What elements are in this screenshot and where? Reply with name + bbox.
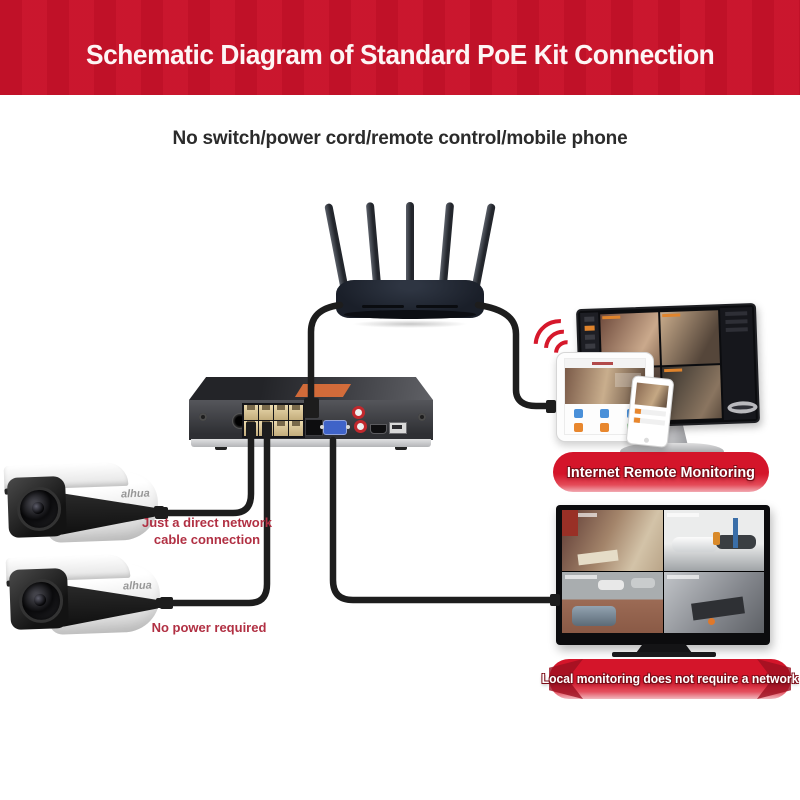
local-monitor-tv [556, 505, 770, 645]
phone-video-thumb [634, 382, 669, 408]
nvr-usb-port [389, 422, 407, 434]
nvr-poe-port [244, 421, 258, 436]
local-monitoring-banner: Local monitoring does not require a netw… [541, 659, 799, 699]
tv-quadrant-garage [663, 510, 764, 571]
wireless-router [324, 196, 496, 322]
nvr-poe-port [289, 405, 303, 420]
nvr-poe-port [274, 405, 288, 420]
tv-quadrant-shop [562, 510, 663, 571]
nvr-rca-port [354, 420, 367, 433]
video-thumb [660, 310, 720, 366]
direct-cable-note: Just a direct network cable connection [128, 514, 286, 548]
nvr-poe-port [289, 421, 303, 436]
phone-list-row [633, 408, 667, 417]
screw-icon [418, 413, 426, 421]
camera-brand-logo: alhua [121, 487, 151, 501]
screw-icon [199, 413, 207, 421]
router-body [336, 280, 484, 319]
tv-quadrant-parking [562, 572, 663, 633]
poe-nvr [189, 377, 433, 450]
router-antenna [406, 202, 414, 296]
nvr-foot [395, 447, 407, 450]
page-title: Schematic Diagram of Standard PoE Kit Co… [85, 38, 715, 70]
nvr-poe-port [244, 405, 258, 420]
cable-nvr-to-tv [329, 436, 560, 604]
camera-lens [16, 486, 62, 532]
header-banner: Schematic Diagram of Standard PoE Kit Co… [0, 0, 800, 95]
monitor-app-panel [720, 307, 758, 421]
ptz-dial-icon [727, 400, 758, 414]
nvr-vga-port [320, 420, 350, 435]
no-power-note: No power required [151, 620, 267, 635]
tablet-titlebar [565, 359, 645, 368]
tv-base [612, 652, 716, 657]
nvr-poe-port [259, 405, 273, 420]
page-subtitle: No switch/power cord/remote control/mobi… [172, 128, 628, 149]
nvr-rca-port [352, 406, 365, 419]
nvr-rear-panel [189, 400, 433, 440]
smartphone [625, 374, 675, 449]
plug-tablet [546, 400, 556, 413]
nvr-top-panel [189, 377, 433, 400]
camera-front [8, 568, 70, 630]
nvr-poe-port [259, 421, 273, 436]
camera-lens [18, 578, 64, 624]
nvr-hdmi-port [370, 424, 387, 434]
tv-quadrant-workshop [663, 572, 764, 633]
nvr-poe-port [274, 421, 288, 436]
tv-quad-view [562, 510, 764, 633]
nvr-base [191, 439, 431, 447]
nvr-poe-ports [242, 403, 305, 438]
phone-list-row [632, 417, 666, 426]
router-shadow [352, 320, 468, 328]
internet-remote-banner: Internet Remote Monitoring [553, 452, 769, 492]
internet-remote-banner-text: Internet Remote Monitoring [566, 463, 755, 481]
direct-cable-note-line2: cable connection [153, 532, 261, 547]
direct-cable-note-line1: Just a direct network [141, 515, 273, 530]
router-vent-slot [416, 305, 458, 308]
nvr-foot [215, 447, 227, 450]
camera-brand-logo: alhua [123, 579, 153, 593]
ribbon-body [549, 659, 791, 699]
camera-cable-connector [156, 598, 166, 608]
router-vent-slot [362, 305, 404, 308]
tv-stand [636, 644, 692, 653]
phone-home-button [643, 437, 650, 444]
camera-front [6, 476, 68, 538]
nvr-sticker [294, 383, 351, 397]
local-monitoring-banner-text: Local monitoring does not require a netw… [541, 672, 799, 686]
